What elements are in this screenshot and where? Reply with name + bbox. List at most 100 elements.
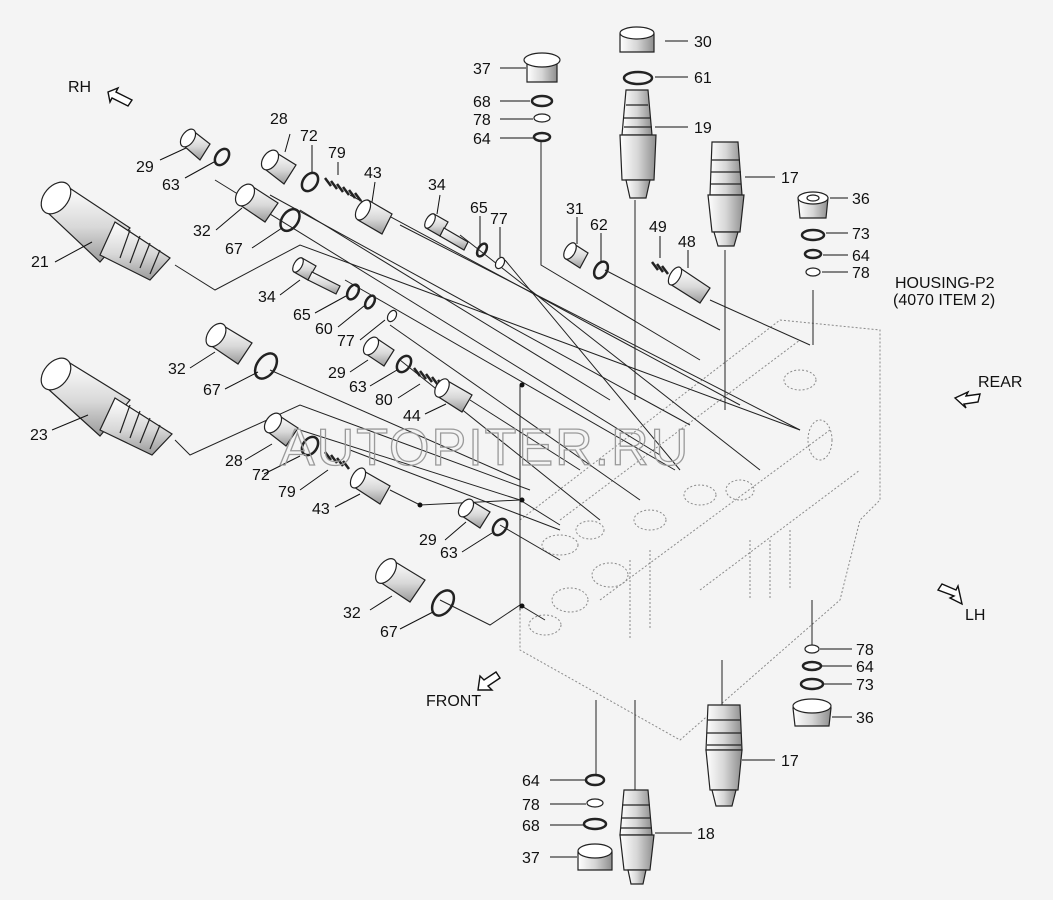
label-77a: 77 bbox=[490, 211, 508, 228]
label-78b: 78 bbox=[852, 265, 870, 282]
label-43b: 43 bbox=[312, 501, 330, 518]
label-34b: 34 bbox=[258, 289, 276, 306]
part-30-cap bbox=[619, 26, 655, 53]
label-60: 60 bbox=[315, 321, 333, 338]
part-62-oring bbox=[592, 260, 610, 280]
label-48: 48 bbox=[678, 234, 696, 251]
label-73a: 73 bbox=[852, 226, 870, 243]
label-30: 30 bbox=[694, 34, 712, 51]
label-37a: 37 bbox=[473, 61, 491, 78]
part-43b-sleeve bbox=[349, 467, 391, 505]
part-17a-relief-valve bbox=[707, 141, 745, 247]
leader-dots bbox=[417, 382, 525, 609]
part-73a-oring bbox=[800, 228, 826, 242]
label-67c: 67 bbox=[380, 624, 398, 641]
label-32c: 32 bbox=[343, 605, 361, 622]
label-79b: 79 bbox=[278, 484, 296, 501]
part-60-oring bbox=[363, 294, 377, 310]
part-64a-oring bbox=[532, 131, 552, 143]
label-64a: 64 bbox=[473, 131, 491, 148]
part-34a-poppet bbox=[424, 213, 469, 251]
label-rear: REAR bbox=[978, 374, 1022, 391]
label-28b: 28 bbox=[225, 453, 243, 470]
label-32b: 32 bbox=[168, 361, 186, 378]
part-37b-cap bbox=[577, 843, 613, 871]
part-78a-ring bbox=[533, 113, 551, 123]
part-78c-ring bbox=[804, 644, 820, 654]
label-78a: 78 bbox=[473, 112, 491, 129]
label-37b: 37 bbox=[522, 850, 540, 867]
part-77b-ring bbox=[386, 309, 398, 323]
label-67b: 67 bbox=[203, 382, 221, 399]
label-36b: 36 bbox=[856, 710, 874, 727]
label-62: 62 bbox=[590, 217, 608, 234]
part-23-cylinder bbox=[40, 357, 173, 456]
label-29c: 29 bbox=[419, 532, 437, 549]
part-49-spring bbox=[651, 261, 669, 275]
parts bbox=[40, 26, 832, 885]
part-72b-oring bbox=[300, 435, 320, 457]
label-23: 23 bbox=[30, 427, 48, 444]
part-37a-cap bbox=[523, 52, 561, 83]
part-36b-plug bbox=[792, 698, 832, 727]
label-78c: 78 bbox=[856, 642, 874, 659]
part-67c-oring bbox=[430, 589, 456, 617]
label-80: 80 bbox=[375, 392, 393, 409]
label-72b: 72 bbox=[252, 467, 270, 484]
part-78d-ring bbox=[586, 798, 604, 808]
label-44: 44 bbox=[403, 408, 421, 425]
label-19: 19 bbox=[694, 120, 712, 137]
part-32c-plug bbox=[375, 558, 426, 603]
part-65b-oring bbox=[345, 283, 361, 301]
part-63b-oring bbox=[395, 354, 413, 374]
label-61: 61 bbox=[694, 70, 712, 87]
part-44-sleeve bbox=[434, 378, 473, 413]
label-front: FRONT bbox=[426, 693, 481, 710]
label-63c: 63 bbox=[440, 545, 458, 562]
part-78b-ring bbox=[805, 267, 821, 277]
label-68b: 68 bbox=[522, 818, 540, 835]
part-67a-oring bbox=[279, 207, 301, 233]
housing-label-line1: HOUSING-P2 bbox=[895, 275, 995, 292]
part-48-sleeve bbox=[667, 266, 711, 304]
label-73b: 73 bbox=[856, 677, 874, 694]
part-63c-oring bbox=[491, 517, 509, 537]
part-28a-plug bbox=[260, 149, 297, 185]
label-64b: 64 bbox=[852, 248, 870, 265]
part-64b-oring bbox=[803, 248, 823, 260]
rear-arrow-icon bbox=[953, 390, 981, 409]
part-32a-plug bbox=[234, 183, 279, 223]
part-77a-ring bbox=[494, 256, 506, 270]
part-29c-plug bbox=[457, 498, 491, 529]
part-68a-oring bbox=[530, 94, 554, 108]
label-18: 18 bbox=[697, 826, 715, 843]
lh-arrow-icon bbox=[936, 583, 964, 606]
label-32a: 32 bbox=[193, 223, 211, 240]
label-64d: 64 bbox=[522, 773, 540, 790]
part-72a-oring bbox=[300, 171, 320, 193]
part-28b-plug bbox=[263, 412, 299, 447]
part-65a-oring bbox=[475, 242, 489, 258]
label-64c: 64 bbox=[856, 659, 874, 676]
part-36a-plug bbox=[797, 191, 829, 219]
label-34a: 34 bbox=[428, 177, 446, 194]
label-17a: 17 bbox=[781, 170, 799, 187]
part-61-oring bbox=[622, 70, 654, 86]
front-arrow-icon bbox=[477, 671, 501, 691]
part-68b-oring bbox=[582, 817, 608, 831]
part-79a-spring bbox=[324, 177, 362, 202]
part-18-relief-valve bbox=[619, 789, 655, 885]
part-67b-oring bbox=[253, 352, 279, 380]
label-67a: 67 bbox=[225, 241, 243, 258]
part-31-plug bbox=[563, 242, 589, 269]
label-72a: 72 bbox=[300, 128, 318, 145]
part-19-relief-valve bbox=[619, 89, 657, 199]
label-65b: 65 bbox=[293, 307, 311, 324]
label-31: 31 bbox=[566, 201, 584, 218]
rh-arrow-icon bbox=[107, 86, 134, 107]
part-64c-oring bbox=[801, 660, 823, 672]
part-32b-plug bbox=[205, 322, 253, 365]
label-65a: 65 bbox=[470, 200, 488, 217]
label-28a: 28 bbox=[270, 111, 288, 128]
